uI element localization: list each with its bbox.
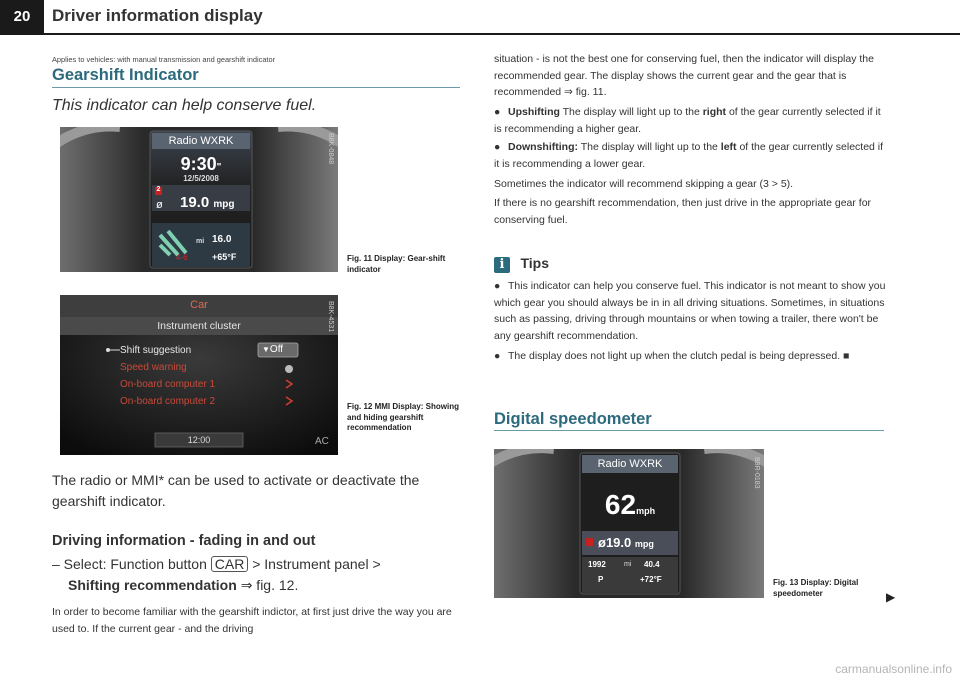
fig12-menu-item-shift: Shift suggestion — [120, 345, 192, 356]
figure-12-mmi-display: Car Instrument cluster Shift suggestion … — [60, 295, 338, 455]
fig11-avg: 19.0 mpg — [180, 194, 235, 211]
car-key: CAR — [210, 556, 249, 572]
figure-12-caption: Fig. 12 MMI Display: Showing and hiding … — [347, 402, 460, 432]
fig11-avg-marker: 2 — [156, 186, 161, 193]
fig13-speed: 62mph — [604, 489, 656, 520]
fig12-menu-item-obc1: On-board computer 1 — [120, 379, 216, 390]
page-title: Driver information display — [52, 6, 263, 25]
fig12-code: B8K-4531 — [327, 301, 334, 333]
fig11-code: B8K-0848 — [327, 133, 334, 165]
figure-12-graphic — [60, 295, 338, 455]
page-number: 20 — [0, 0, 44, 34]
average-symbol-icon: ø — [156, 199, 163, 211]
applies-note: Applies to vehicles: with manual transmi… — [52, 55, 276, 64]
bullet-upshifting: ●Upshifting The display will light up to… — [494, 106, 881, 135]
bullet-downshifting: ●Downshifting: The display will light up… — [494, 141, 884, 170]
fig12-menu-item-obc2: On-board computer 2 — [120, 396, 216, 407]
fig12-clock: 12:00 — [187, 435, 211, 445]
fig11-temp: +65°F — [212, 252, 237, 262]
bullet-icon: ● — [494, 141, 501, 153]
intro-text: This indicator can help conserve fuel. — [52, 97, 317, 114]
watermark: carmanualsonline.info — [835, 662, 952, 676]
fig11-date: 12/5/2008 — [183, 174, 219, 183]
paragraph-radio-mmi: The radio or MMI* can be used to activat… — [52, 472, 420, 509]
header-rule — [0, 33, 960, 35]
fig11-time: 9:30" — [180, 154, 222, 174]
bullet-icon: ● — [494, 106, 501, 118]
paragraph-familiar: In order to become familiar with the gea… — [52, 606, 452, 635]
fig11-range-unit: mi — [196, 238, 205, 245]
fig12-ac: AC — [315, 436, 329, 447]
fig13-radio-label: Radio WXRK — [597, 458, 663, 470]
fig13-temp: +72°F — [640, 575, 662, 584]
fig11-radio-label: Radio WXRK — [168, 135, 234, 147]
bullet-icon: ● — [494, 280, 501, 292]
info-icon: i — [494, 257, 510, 273]
subheading-driving-info: Driving information - fading in and out — [52, 533, 316, 549]
figure-11-graphic — [60, 127, 338, 272]
fig11-gear: 4-6 — [176, 253, 188, 262]
paragraph-skipping: Sometimes the indicator will recommend s… — [494, 178, 794, 190]
end-marker-icon: ■ — [843, 350, 850, 362]
tips-heading: i Tips — [494, 255, 549, 273]
tip-1: ●This indicator can help you conserve fu… — [494, 280, 886, 342]
paragraph-no-recommendation: If there is no gearshift recommendation,… — [494, 197, 872, 226]
continue-arrow-icon: ▶ — [886, 590, 896, 604]
figure-11-gearshift-display: Radio WXRK 9:30" 12/5/2008 2 ø 19.0 mpg … — [60, 127, 338, 272]
fig12-instrument-label: Instrument cluster — [157, 320, 241, 332]
bullet-icon: ● — [494, 350, 501, 362]
tip-2: ●The display does not light up when the … — [494, 348, 889, 365]
section-rule — [494, 430, 884, 431]
fig13-gear: P — [598, 575, 604, 584]
fig13-code: B8R-0183 — [753, 457, 760, 489]
fig12-off-toggle: ▼Off — [262, 344, 284, 355]
fig13-range: 40.4 — [644, 560, 660, 569]
fig11-range: 16.0 — [212, 234, 232, 245]
paragraph-situation: situation - is not the best one for cons… — [494, 53, 874, 98]
figure-13-caption: Fig. 13 Display: Digital speedometer — [773, 578, 859, 598]
fig13-avg: ø19.0 mpg — [598, 535, 654, 550]
figure-11-caption: Fig. 11 Display: Gear-shift indicator — [347, 254, 446, 274]
triangle-down-icon: ▼ — [262, 345, 270, 354]
section-rule — [52, 87, 460, 88]
fig13-odometer: 1992 — [588, 560, 606, 569]
fig13-odometer-unit: mi — [624, 561, 632, 568]
fig12-car-label: Car — [190, 299, 208, 311]
fig12-menu-item-speed: Speed warning — [120, 362, 187, 373]
section-title-gearshift: Gearshift Indicator — [52, 66, 199, 84]
figure-13-digital-speedometer: Radio WXRK 62mph ø19.0 mpg 1992 mi 40.4 … — [494, 449, 764, 598]
step-instruction: – Select: Function button CAR > Instrume… — [52, 556, 381, 593]
section-title-speedometer: Digital speedometer — [494, 410, 652, 428]
figure-13-graphic — [494, 449, 764, 598]
